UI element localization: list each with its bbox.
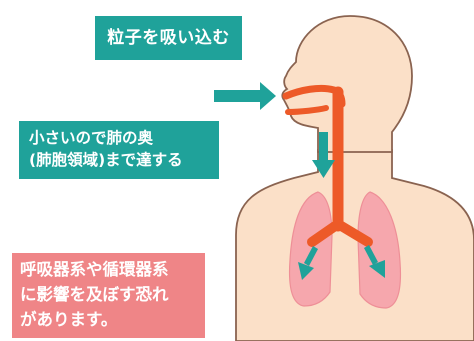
- arrow-down-icon: [312, 132, 335, 178]
- risk-line-2: に影響を及ぼす恐れ: [20, 285, 169, 304]
- deep-reach-line-1: 小さいので肺の奥: [29, 129, 154, 147]
- head: [281, 15, 413, 153]
- right-bronchus: [333, 219, 373, 247]
- right-lung: [357, 191, 402, 309]
- arrow-down-icon: [364, 245, 385, 278]
- deep-reach-label: 小さいので肺の奥 (肺胞領域)まで達する: [19, 121, 219, 179]
- risk-line-1: 呼吸器系や循環器系: [20, 260, 169, 279]
- arrow-right-icon: [214, 82, 276, 110]
- oral-airway: [285, 105, 329, 115]
- torso: [235, 149, 474, 341]
- left-lung: [288, 191, 333, 307]
- health-risk-label: 呼吸器系や循環器系 に影響を及ぼす恐れ があります。: [12, 253, 205, 338]
- deep-reach-line-2: (肺胞領域)まで達する: [29, 151, 183, 169]
- arrow-down-icon: [298, 246, 318, 280]
- left-bronchus: [307, 219, 343, 247]
- inhale-label: 粒子を吸い込む: [95, 16, 242, 60]
- risk-line-3: があります。: [20, 310, 118, 329]
- inhale-text: 粒子を吸い込む: [107, 28, 230, 48]
